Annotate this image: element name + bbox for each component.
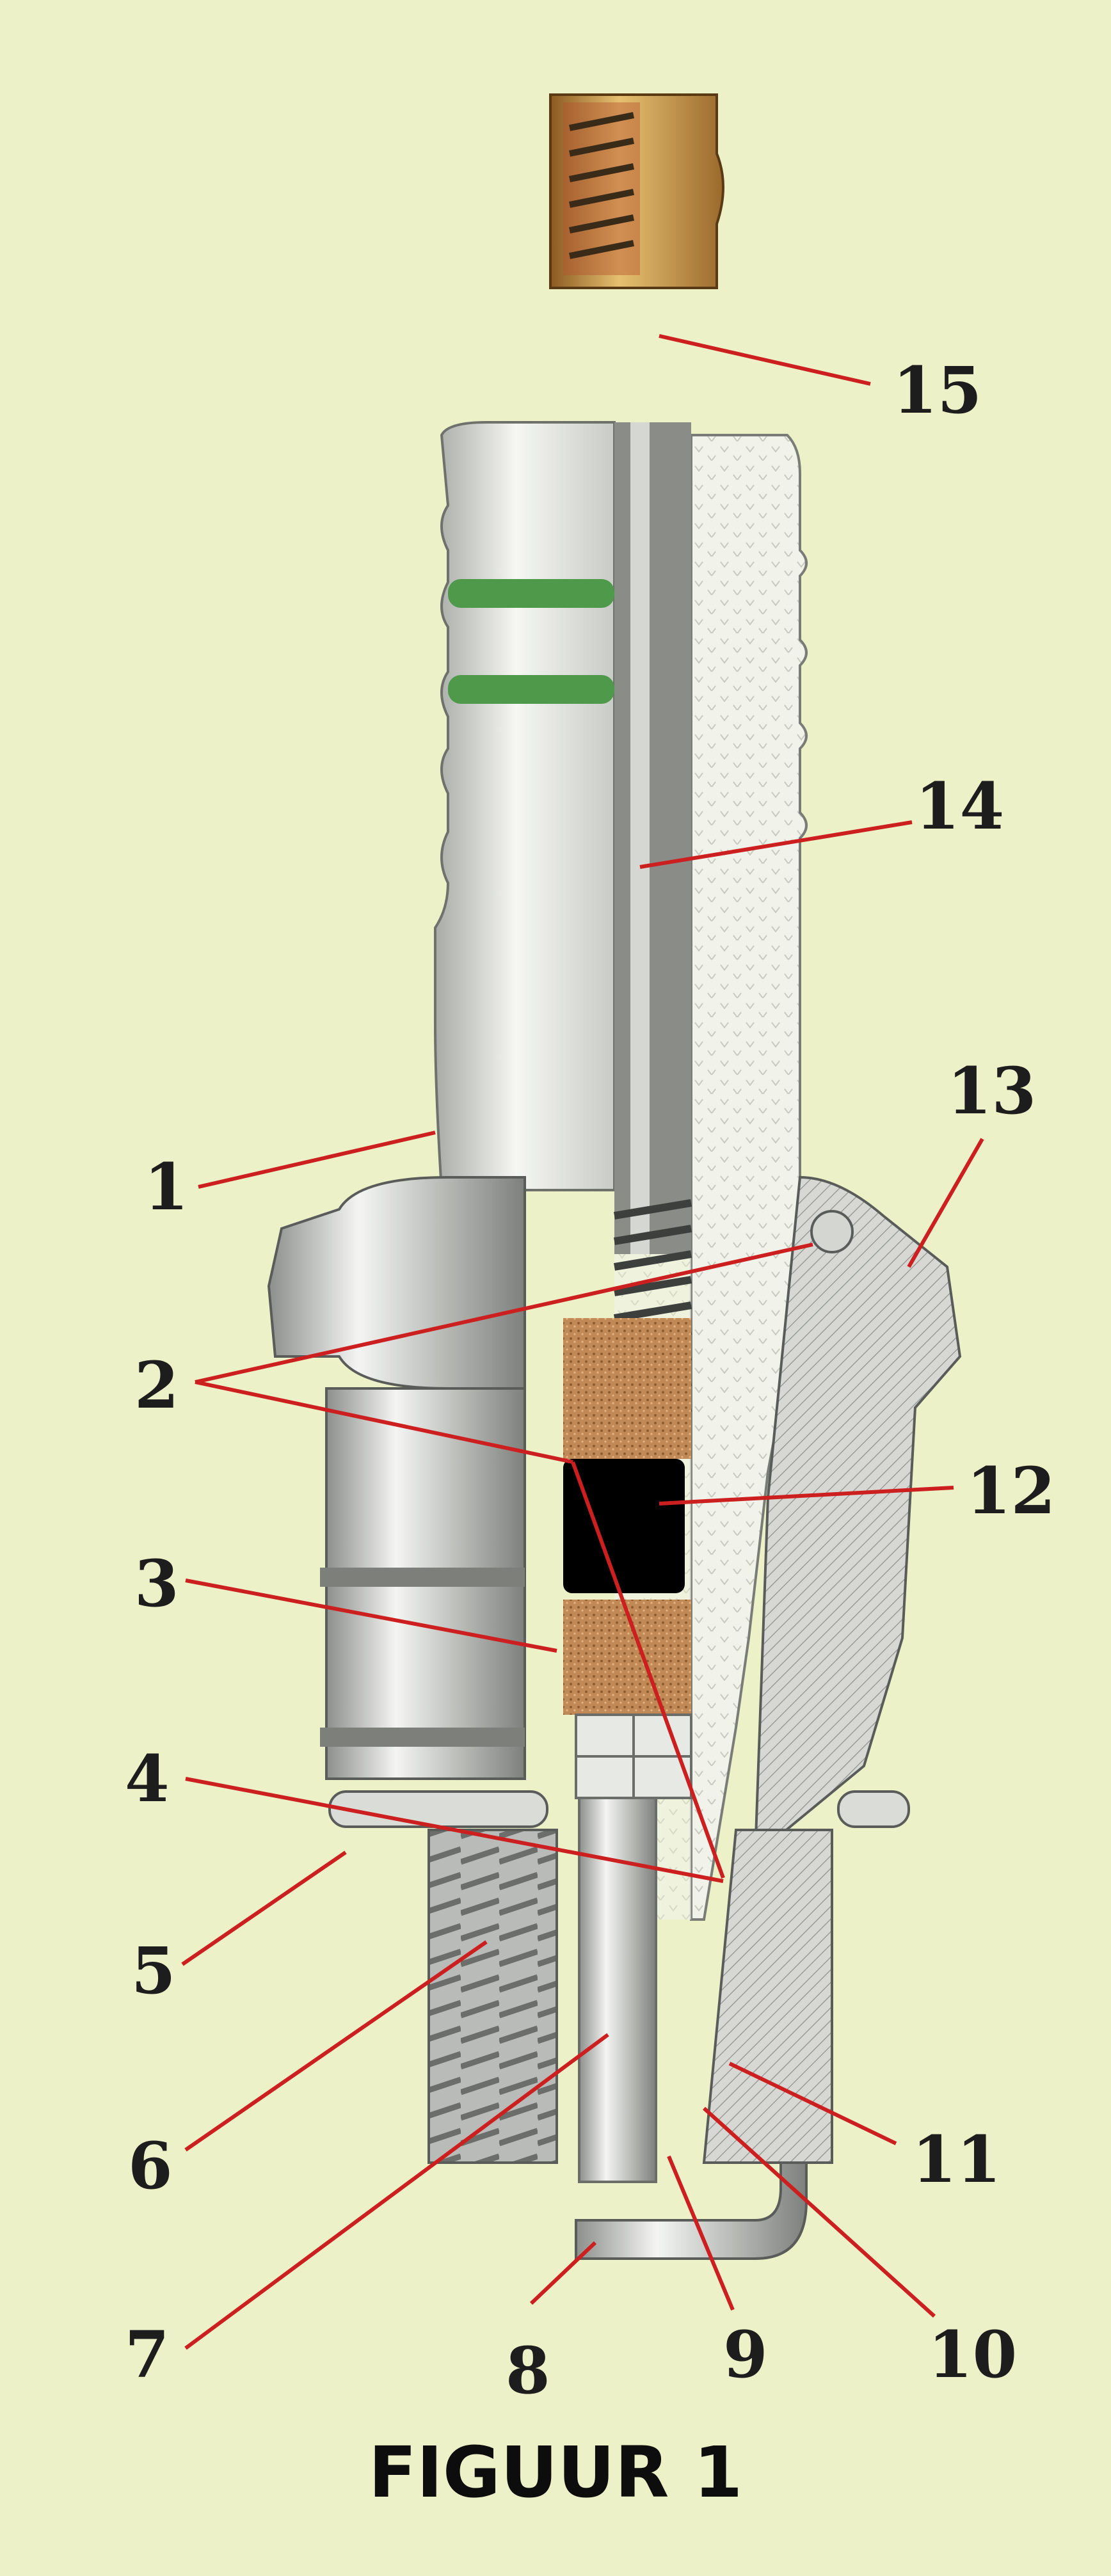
figure-caption: FIGUUR 1 [368,2431,743,2513]
leader-line-5 [181,1850,347,1966]
callout-leader-lines [181,334,984,2350]
leader-line-3 [185,1578,557,1653]
callout-5: 5 [131,1933,176,2008]
metal-shell [267,1175,962,1859]
callout-9: 9 [723,2317,768,2392]
callout-15: 15 [893,353,982,428]
leader-line-13 [907,1138,984,1268]
leader-line-10 [702,2106,936,2318]
leader-line-11 [728,2062,897,2145]
leader-line-9 [667,2155,735,2311]
leader-line-2b [195,1380,573,1464]
callout-14: 14 [915,768,1004,844]
insulator-exterior [434,421,616,1191]
callout-4: 4 [125,1741,170,1817]
leader-line-7 [184,2033,609,2350]
callout-1: 1 [144,1149,189,1225]
callout-11: 11 [912,2122,1001,2197]
insulator-cutaway [690,434,808,1921]
leader-line-8 [529,2241,597,2305]
conductive-glass-seal-lower [563,1600,691,1715]
center-electrode [575,1713,692,2183]
leader-line-2a [195,1243,813,1384]
callout-2: 2 [134,1348,179,1423]
conductive-glass-seal-upper [563,1318,691,1459]
callout-10: 10 [928,2317,1017,2392]
shell-threads [428,1829,833,2164]
callout-6: 6 [128,2128,173,2204]
leader-line-12 [659,1486,954,1506]
resistor [563,1459,685,1593]
leader-line-14 [639,820,913,869]
callout-7: 7 [125,2317,170,2392]
leader-line-15 [659,334,871,386]
callout-3: 3 [134,1546,179,1621]
callout-13: 13 [947,1053,1036,1129]
leader-line-1 [198,1131,436,1189]
callout-8: 8 [506,2333,550,2408]
leader-line-6 [184,1940,488,2152]
callout-12: 12 [966,1453,1055,1529]
terminal-nut [549,93,724,289]
leader-line-4 [185,1777,724,1883]
leader-line-2c [571,1461,725,1879]
